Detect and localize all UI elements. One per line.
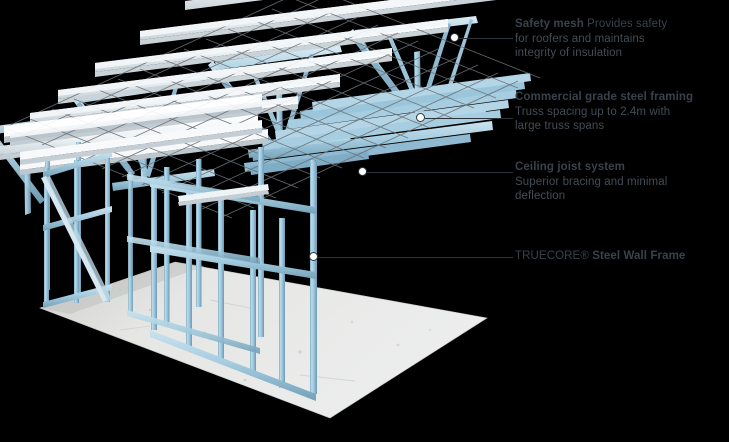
- leader-line-truecore-steel-wall-frame: [318, 257, 513, 258]
- callout-brand-truecore: TRUECORE®: [515, 250, 593, 262]
- callout-body-line-1-safety-mesh: for roofers and maintains: [515, 32, 645, 45]
- callout-dot-safety-mesh[interactable]: [450, 33, 459, 42]
- interior-bracing: [20, 120, 269, 206]
- callout-body-line-2-safety-mesh: integrity of insulation: [515, 47, 623, 59]
- callout-body-line-0-commercial-grade-steel-framing: Truss spacing up to 2.4m with: [515, 105, 671, 118]
- ceiling-joists: [244, 73, 531, 175]
- callout-title-safety-mesh: Safety mesh Provides safety: [515, 17, 720, 32]
- leader-line-ceiling-joist-system: [367, 172, 513, 173]
- callout-title-text-truecore-steel-wall-frame: Steel Wall Frame: [592, 250, 686, 262]
- callout-body-line-1-commercial-grade-steel-framing: large truss spans: [515, 120, 605, 132]
- callout-body-line-1-ceiling-joist-system: deflection: [515, 190, 566, 202]
- roof-purlins-overlay: [4, 0, 448, 138]
- callout-body-line-0-ceiling-joist-system: Superior bracing and minimal: [515, 175, 668, 188]
- callout-title-text-safety-mesh: Safety mesh: [515, 18, 584, 30]
- left-wall-frame: [41, 151, 112, 308]
- callout-title-truecore-steel-wall-frame: TRUECORE® Steel Wall Frame: [515, 249, 725, 264]
- callout-dot-truecore-steel-wall-frame[interactable]: [309, 252, 318, 261]
- callout-dot-ceiling-joist-system[interactable]: [358, 167, 367, 176]
- leader-line-safety-mesh: [459, 38, 513, 39]
- leader-line-commercial-grade-steel-framing: [425, 118, 513, 119]
- callout-title-commercial-grade-steel-framing: Commercial grade steel framing: [515, 91, 694, 103]
- callout-dot-commercial-grade-steel-framing[interactable]: [416, 113, 425, 122]
- callout-body-line-0-safety-mesh: Provides safety: [587, 18, 668, 30]
- callout-title-ceiling-joist-system: Ceiling joist system: [515, 161, 626, 173]
